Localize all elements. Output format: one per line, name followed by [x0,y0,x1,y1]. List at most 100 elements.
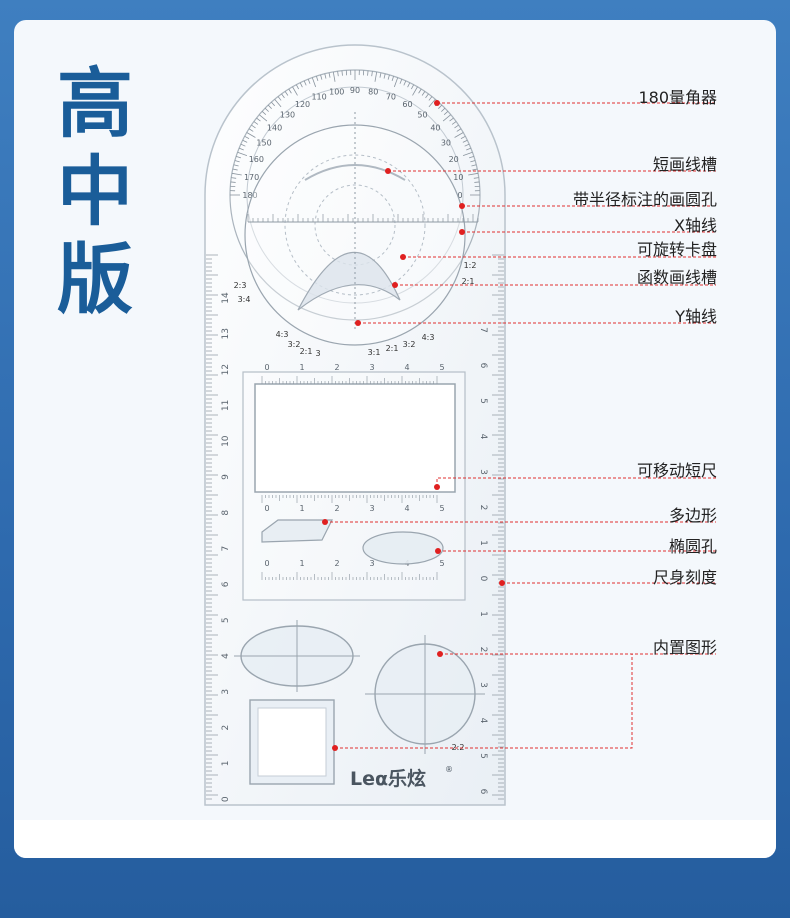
left-scale-number: 2 [221,725,231,731]
callout-label-ellipse: 椭圆孔 [668,537,717,556]
protractor-tick [341,70,343,76]
ratio-label: 2:1 [300,347,313,356]
ratio-label: 4:3 [276,330,289,339]
left-scale-number: 1 [221,761,231,767]
ellipse-hole-small [362,531,444,565]
callout-lines [322,100,716,751]
protractor-tick [449,117,454,122]
slider-window [254,383,456,493]
left-scale-number: 8 [221,510,231,516]
protractor-tick [231,172,242,176]
callout-label-builtin-shapes: 内置图形 [652,638,717,657]
protractor-tick [299,82,303,88]
protractor-tick [256,117,261,122]
protractor-tick [428,96,433,101]
ratio-label: 1:2 [464,261,477,270]
callout-dot [499,580,505,586]
protractor-label: 70 [386,92,396,101]
card-footer [14,820,776,858]
slider-number: 0 [264,559,269,568]
protractor-tick [470,160,476,163]
left-scale-number: 3 [221,689,231,695]
ratio-label: 2:3 [234,281,247,290]
protractor-tick [271,101,276,107]
right-scale-number: 4 [478,434,488,440]
protractor-label: 100 [329,88,344,97]
ratio-label: 2:1 [462,277,475,286]
ratio-label: 3:2 [288,340,301,349]
protractor-tick [472,168,478,171]
protractor-tick [421,91,426,96]
protractor-tick [454,124,459,129]
callout-dot [400,254,406,260]
left-scale-number: 14 [221,292,231,304]
left-scale-number: 4 [221,653,231,659]
protractor-labels: 0102030405060708090100110120130140150160… [242,86,463,200]
protractor-tick [281,93,285,99]
callout-label-x-axis: X轴线 [674,216,717,235]
protractor-tick [383,73,386,79]
function-curve-slot [297,251,401,311]
ratio-label: 4:3 [422,333,435,342]
protractor-tick [399,78,403,84]
protractor-label: 10 [453,173,463,182]
protractor-tick [441,107,446,112]
callout-label-protractor: 180量角器 [638,88,717,107]
heading-line-3: 版 [57,235,133,324]
protractor-tick [242,139,248,143]
polygon-hole [261,519,333,543]
ratio-label: 3:1 [368,348,381,357]
callout-label-radius-holes: 带半径标注的画圆孔 [572,190,717,209]
protractor-tick [462,139,468,143]
callout-label-short-slot: 短画线槽 [652,155,717,174]
protractor-tick [332,71,336,82]
protractor-tick [274,98,282,108]
protractor-label: 130 [280,111,295,120]
callout-dot [459,203,465,209]
callout-dot [434,484,440,490]
square-hole-inner [257,707,327,777]
protractor-tick [231,177,237,179]
protractor-tick [418,88,422,94]
protractor-tick [303,80,307,86]
slider-number: 2 [334,504,339,513]
protractor-label: 40 [430,124,440,133]
right-scale-number: 2 [478,647,488,653]
right-scale-number: 5 [478,398,488,404]
protractor-tick [238,147,244,151]
protractor-tick [451,121,457,125]
protractor-label: 50 [417,111,427,120]
callout-label-function-slot: 函数画线槽 [636,268,717,287]
protractor-tick [393,77,399,88]
callout-label-polygon: 多边形 [668,506,717,525]
protractor-tick [264,107,269,112]
protractor-tick [468,172,479,176]
protractor-label: 20 [449,155,459,164]
protractor-label: 60 [402,100,412,109]
callout-label-movable-ruler: 可移动短尺 [636,461,717,480]
protractor-label: 30 [441,139,451,148]
short-line-slot [304,164,406,181]
protractor-tick [261,111,267,116]
protractor-tick [438,104,443,109]
left-scale-number: 5 [221,617,231,623]
protractor-tick [442,114,452,122]
slider-number: 2 [334,363,339,372]
protractor-tick [471,164,477,167]
protractor-tick [235,155,241,159]
slider-number: 0 [264,363,269,372]
slider-number: 1 [299,363,304,372]
protractor-tick [410,84,415,90]
protractor-tick [425,93,429,99]
right-scale-number: 3 [478,469,488,475]
heading-line-2: 中 [57,147,133,236]
protractor-tick [371,71,373,77]
protractor-label: 140 [267,124,282,133]
right-scale-number: 6 [478,789,488,795]
protractor-label: 80 [368,88,378,97]
slider-number: 1 [299,504,304,513]
ratio-label: 3 [315,349,320,358]
protractor-tick [387,74,390,80]
